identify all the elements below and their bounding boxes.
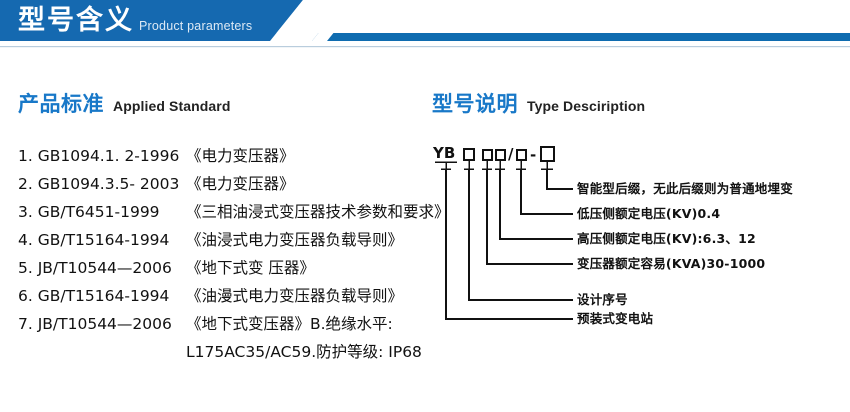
standard-name: 《电力变压器》 xyxy=(186,175,295,193)
model-code-slash: / xyxy=(508,145,514,163)
applied-standard-heading-cn: 产品标准 xyxy=(18,92,104,116)
type-description-heading: 型号说明 Type Desciription xyxy=(432,88,645,118)
header-title-en: Product parameters xyxy=(139,19,253,33)
standard-code: 4. GB/T15164-1994 xyxy=(18,231,170,249)
model-code-prefix: YB xyxy=(433,144,456,162)
model-code-dash: - xyxy=(530,146,537,164)
list-item: 1. GB1094.1. 2-1996 《电力变压器》 xyxy=(18,142,448,170)
applied-standard-heading-en: Applied Standard xyxy=(113,98,231,114)
list-item: 7. JB/T10544—2006 《地下式变压器》B.绝缘水平: xyxy=(18,310,448,338)
standard-code: 7. JB/T10544—2006 xyxy=(18,315,172,333)
standard-name: 《地下式变 压器》 xyxy=(186,259,315,277)
standard-name: 《油浸式电力变压器负载导则》 xyxy=(186,231,404,249)
applied-standard-heading: 产品标准 Applied Standard xyxy=(18,88,231,118)
standard-code: 1. GB1094.1. 2-1996 xyxy=(18,147,180,165)
callout-lv: 低压侧额定电压(KV)0.4 xyxy=(577,206,721,221)
callout-capacity: 变压器额定容易(KVA)30-1000 xyxy=(577,256,766,271)
list-item: 3. GB/T6451-1999 《三相油浸式变压器技术参数和要求》 xyxy=(18,198,450,226)
standard-code: 3. GB/T6451-1999 xyxy=(18,203,160,221)
callout-suffix: 智能型后缀，无此后缀则为普通地埋变 xyxy=(577,181,793,196)
standard-code: 2. GB1094.3.5- 2003 xyxy=(18,175,180,193)
standard-continuation: L175AC35/AC59.防护等级: IP68 xyxy=(186,343,422,361)
standard-code: 5. JB/T10544—2006 xyxy=(18,259,172,277)
standard-code: 6. GB/T15164-1994 xyxy=(18,287,170,305)
header-banner-shape xyxy=(0,0,850,48)
type-description-heading-en: Type Desciription xyxy=(527,98,646,114)
list-item: 4. GB/T15164-1994 《油浸式电力变压器负载导则》 xyxy=(18,226,448,254)
standard-name: 《电力变压器》 xyxy=(186,147,295,165)
callout-hv: 高压侧额定电压(KV):6.3、12 xyxy=(577,231,756,246)
list-item: 5. JB/T10544—2006 《地下式变 压器》 xyxy=(18,254,448,282)
model-code-leader-lines xyxy=(435,146,573,320)
standard-name: 《三相油浸式变压器技术参数和要求》 xyxy=(186,203,450,221)
callout-station: 预装式变电站 xyxy=(577,311,654,326)
list-item: 6. GB/T15164-1994 《油漫式电力变压器负载导则》 xyxy=(18,282,448,310)
standard-name: 《油漫式电力变压器负载导则》 xyxy=(186,287,404,305)
header-title-cn: 型号含义 xyxy=(18,5,134,36)
callout-design-no: 设计序号 xyxy=(577,292,628,307)
standards-list: 1. GB1094.1. 2-1996 《电力变压器》 2. GB1094.3.5… xyxy=(18,142,450,366)
standard-name: 《地下式变压器》B.绝缘水平: xyxy=(186,315,393,333)
type-description-heading-cn: 型号说明 xyxy=(432,92,518,116)
model-code-diagram: YB / - 智能型后缀，无此后缀则为普通地埋变 低压侧额定电压(KV)0.4 … xyxy=(425,138,850,338)
list-item: 2. GB1094.3.5- 2003 《电力变压器》 xyxy=(18,170,448,198)
page-header: 型号含义 Product parameters xyxy=(0,0,850,50)
